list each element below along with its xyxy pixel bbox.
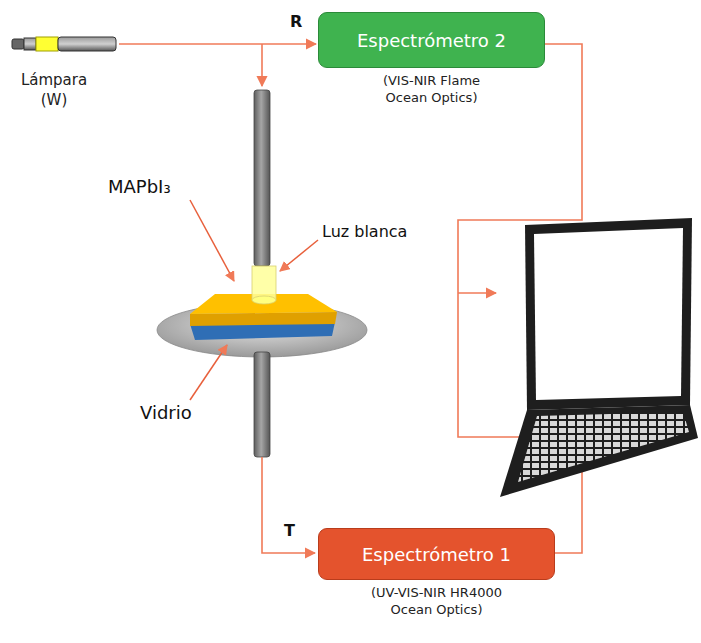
light-beam: [252, 266, 276, 300]
leader-line: [190, 345, 227, 400]
perovskite-film: [190, 294, 337, 314]
optical-fiber: [254, 90, 270, 266]
signal-label: T: [284, 521, 295, 540]
layer-label: MAPbI₃: [108, 176, 171, 197]
lamp-label: Lámpara (W): [14, 70, 94, 111]
perovskite-film: [190, 312, 337, 326]
box-title: Espectrómetro 2: [357, 30, 506, 51]
lamp-icon: [10, 30, 118, 58]
light-path: [119, 43, 316, 45]
spectrometer-box: Espectrómetro 1: [318, 528, 555, 580]
spectrometer-box: Espectrómetro 2 (VIS-NIR Flame Ocean Opti…: [318, 12, 545, 107]
spectrometer-box: Espectrómetro 1 (UV-VIS-NIR HR4000 Ocean …: [318, 528, 555, 619]
leader-line: [280, 240, 318, 271]
model-caption: (VIS-NIR Flame Ocean Optics): [364, 73, 499, 107]
signal-label: R: [288, 12, 304, 31]
box-title: Espectrómetro 1: [362, 544, 511, 565]
lamp-node: Lámpara (W): [10, 30, 120, 111]
data-cable: [458, 292, 496, 294]
layer-label: Vidrio: [140, 402, 192, 423]
optical-fiber: [254, 352, 270, 457]
model-caption: (UV-VIS-NIR HR4000 Ocean Optics): [352, 585, 522, 619]
light-path: [261, 44, 263, 86]
laptop-icon: [500, 218, 698, 497]
light-beam: [252, 296, 276, 304]
spectrometer-box: Espectrómetro 2: [318, 12, 545, 68]
light-path: [262, 457, 315, 553]
light-label: Luz blanca: [322, 222, 407, 241]
leader-line: [190, 200, 234, 281]
